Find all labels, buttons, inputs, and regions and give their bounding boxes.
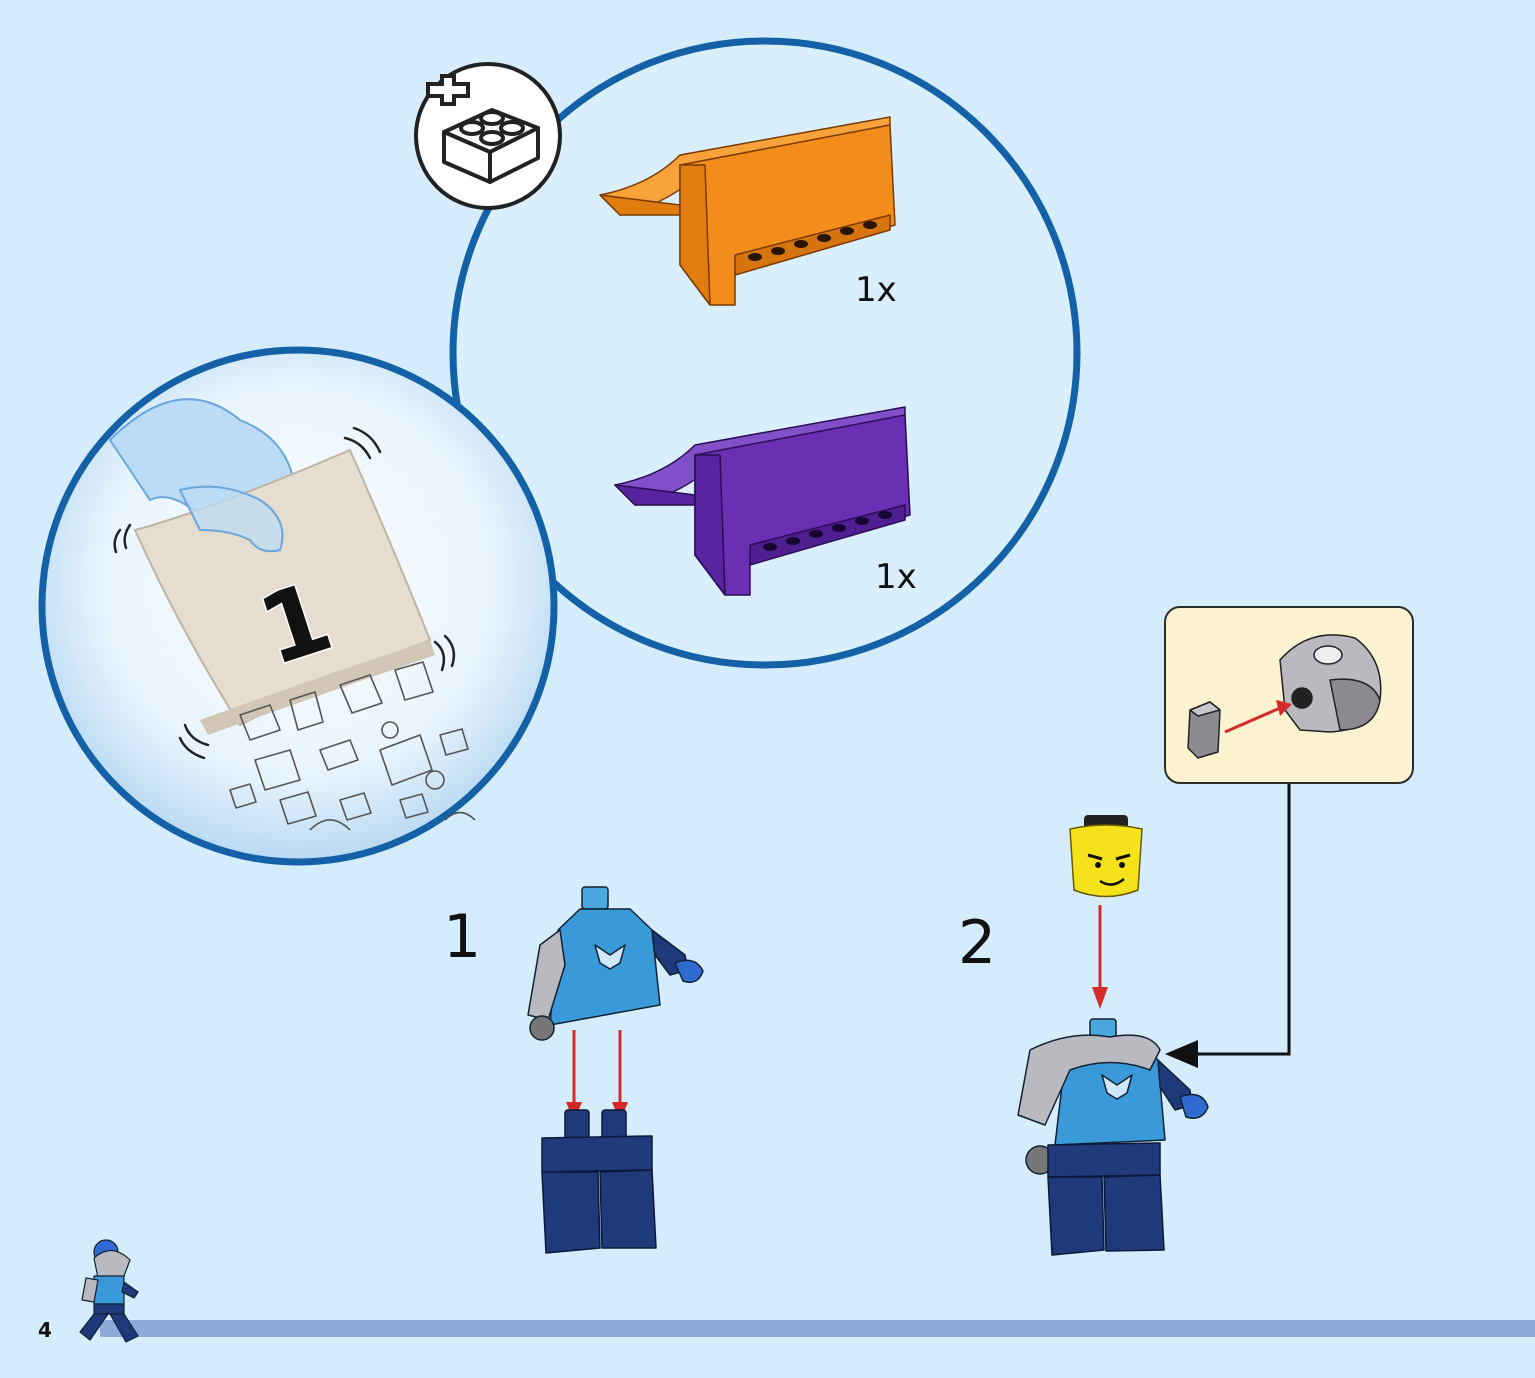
- purple-ramp-plate-part: [614, 406, 911, 596]
- knight-mascot-icon: [79, 1239, 139, 1343]
- step-number-2: 2: [958, 908, 997, 978]
- step-2-arrow: [1092, 905, 1108, 1009]
- progress-bar: [100, 1320, 1535, 1337]
- step-1-minifig-torso: [527, 886, 704, 1041]
- purple-part-quantity: 1x: [875, 557, 917, 597]
- step-1-minifig-legs: [541, 1109, 657, 1254]
- page-number: 4: [38, 1318, 52, 1342]
- callout-armor-assembly: [1187, 634, 1382, 759]
- orange-ramp-plate-part: [599, 116, 896, 306]
- step-number-1: 1: [443, 902, 482, 972]
- bag-icon: [108, 398, 476, 831]
- step-2-minifig-armored: [1017, 1018, 1209, 1256]
- orange-part-quantity: 1x: [855, 270, 897, 310]
- step-2-minifig-head: [1069, 815, 1143, 898]
- new-brick-icon: [414, 62, 562, 210]
